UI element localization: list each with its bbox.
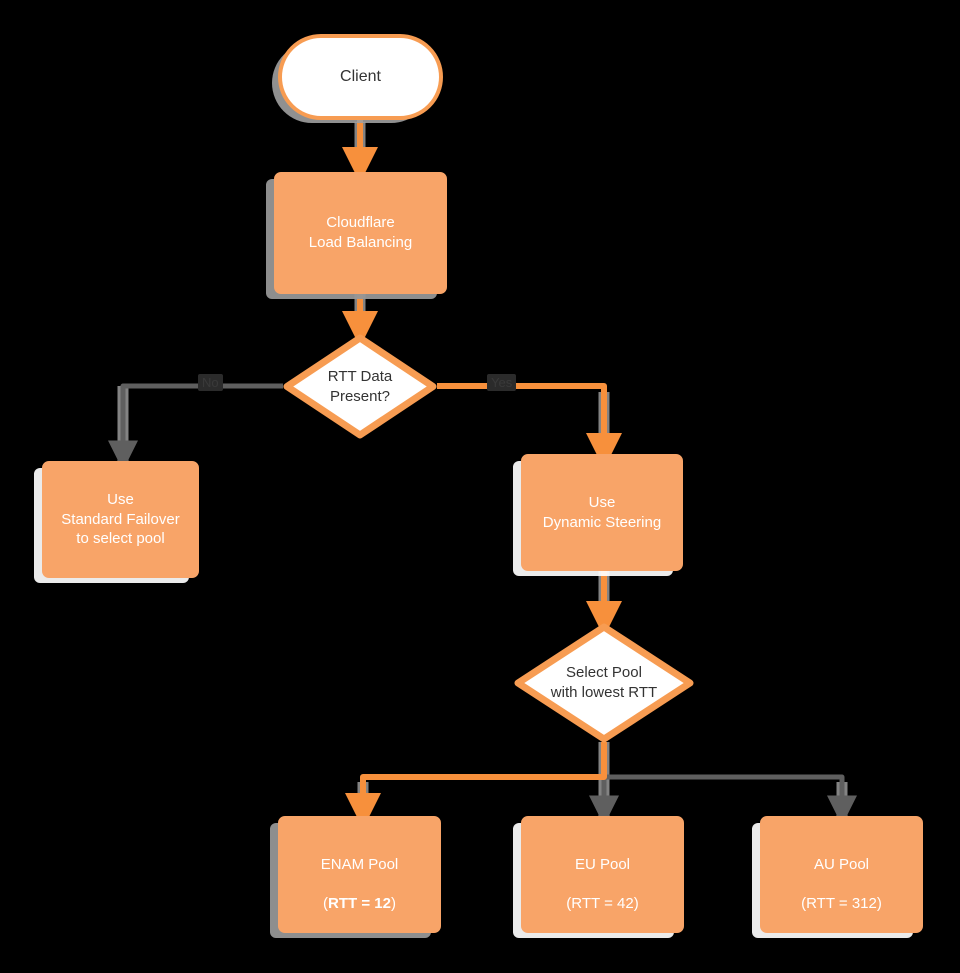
edge-select-to-au xyxy=(601,742,857,826)
diamond-shape-select-pool xyxy=(514,623,694,743)
node-eu-pool[interactable]: EU Pool (RTT = 42) xyxy=(521,816,684,933)
node-au-pool-text: AU Pool (RTT = 312) xyxy=(801,835,882,914)
edge-select-to-enam xyxy=(345,742,607,829)
node-eu-pool-paren-close: ) xyxy=(633,895,639,913)
node-eu-pool-paren-open: ( xyxy=(566,895,572,913)
node-cloudflare-load-balancing[interactable]: Cloudflare Load Balancing xyxy=(274,172,447,294)
node-eu-pool-rtt: RTT = 42 xyxy=(571,895,634,913)
node-au-pool[interactable]: AU Pool (RTT = 312) xyxy=(760,816,923,933)
node-au-pool-paren-open: ( xyxy=(801,895,807,913)
edge-label-yes: Yes xyxy=(487,374,517,391)
node-dynamic-steering-label: Use Dynamic Steering xyxy=(542,493,662,531)
node-enam-pool-rtt: RTT = 12 xyxy=(328,895,391,913)
edge-rtt-to-dynamic xyxy=(437,383,622,469)
node-standard-failover-label: Use Standard Failover to select pool xyxy=(61,490,180,548)
node-client-label: Client xyxy=(340,68,381,86)
node-standard-failover[interactable]: Use Standard Failover to select pool xyxy=(42,461,199,578)
node-au-pool-title: AU Pool xyxy=(813,855,870,873)
node-au-pool-paren-close: ) xyxy=(876,895,882,913)
edge-label-no: No xyxy=(198,374,223,391)
edge-rtt-to-failover xyxy=(108,383,283,471)
node-client[interactable]: Client xyxy=(278,34,443,120)
node-cloudflare-load-balancing-label: Cloudflare Load Balancing xyxy=(308,214,413,251)
node-rtt-data-present-label: RTT Data Present? xyxy=(327,367,393,405)
node-select-pool-lowest-rtt-label: Select Pool with lowest RTT xyxy=(550,664,658,701)
node-rtt-data-present[interactable]: RTT Data Present? xyxy=(283,334,437,439)
node-au-pool-rtt: RTT = 312 xyxy=(806,895,877,913)
node-enam-pool-paren-open: ( xyxy=(323,895,329,913)
node-enam-pool[interactable]: ENAM Pool (RTT = 12) xyxy=(278,816,441,933)
diamond-shape-rtt xyxy=(283,334,437,439)
node-enam-pool-title: ENAM Pool xyxy=(320,855,399,873)
node-enam-pool-paren-close: ) xyxy=(390,895,396,913)
node-eu-pool-text: EU Pool (RTT = 42) xyxy=(566,835,638,914)
node-enam-pool-text: ENAM Pool (RTT = 12) xyxy=(321,835,399,914)
node-eu-pool-title: EU Pool xyxy=(574,855,631,873)
node-select-pool-lowest-rtt[interactable]: Select Pool with lowest RTT xyxy=(514,623,694,743)
node-dynamic-steering[interactable]: Use Dynamic Steering xyxy=(521,454,683,571)
